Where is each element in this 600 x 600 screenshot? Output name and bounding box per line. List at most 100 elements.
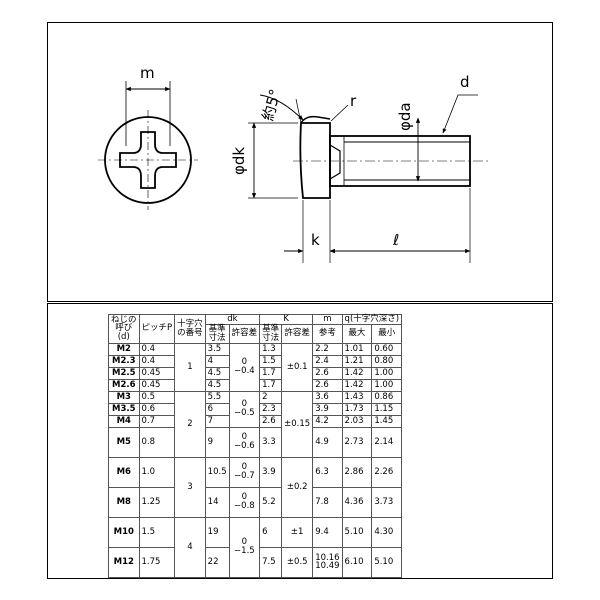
cell-dk: 5.5: [204, 390, 230, 404]
cell-size: M3: [108, 390, 140, 404]
cell-m: 3.9: [312, 402, 343, 416]
cell-k: 2.6: [259, 414, 283, 428]
cell-q-min: 2.14: [371, 426, 403, 458]
cell-q-max: 1.42: [341, 378, 373, 392]
screw-drawing-panel: m: [47, 22, 553, 302]
screw-technical-drawing: m: [98, 64, 488, 263]
cell-m: 4.2: [312, 414, 343, 428]
header-q-max: 最大: [341, 323, 373, 344]
cell-k-tolerance: ±0.5: [281, 546, 314, 578]
cell-recess-number: 3: [174, 456, 206, 518]
table-row: M2 0.4 1 3.5 0−0.4 1.3 ±0.1 2.2 1.01 0.6…: [108, 342, 403, 392]
cell-q-max: 6.10: [341, 546, 373, 578]
table-row: M3 0.5 2 5.5 0−0.5 2 ±0.15 3.6 1.43 0.86: [108, 390, 403, 458]
cell-q-min: 1.00: [371, 366, 403, 380]
cell-k: 2.3: [259, 402, 283, 416]
cell-size: M10: [108, 516, 140, 548]
cell-dk: 7: [204, 414, 230, 428]
cell-q-max: 1.01: [341, 342, 373, 356]
cell-q-min: 4.30: [371, 516, 403, 548]
cell-size: M12: [108, 546, 140, 578]
cell-k-tolerance: ±0.1: [281, 342, 314, 392]
cell-m: 2.6: [312, 366, 343, 380]
table-row: M2.3 0.4 4 1.5 2.4 1.21 0.80: [108, 354, 403, 368]
cell-k: 1.5: [259, 354, 283, 368]
dimension-table-panel: ねじの 呼び (d) ピッチP 十字穴 の番号 dk K m q(十字穴深さ) …: [47, 303, 553, 579]
header-q: q(十字穴深さ): [341, 314, 403, 325]
cell-q-max: 1.43: [341, 390, 373, 404]
cell-q-max: 4.36: [341, 486, 373, 518]
cell-size: M3.5: [108, 402, 140, 416]
cell-m: 7.8: [312, 486, 343, 518]
cell-size: M2.5: [108, 366, 140, 380]
cell-pitch: 0.7: [138, 414, 176, 428]
header-k-tolerance: 許容差: [281, 323, 314, 344]
cell-size: M2.3: [108, 354, 140, 368]
cell-dk: 14: [204, 486, 230, 518]
screw-dimension-table: ねじの 呼び (d) ピッチP 十字穴 の番号 dk K m q(十字穴深さ) …: [108, 314, 403, 578]
cell-pitch: 0.6: [138, 402, 176, 416]
cell-dk: 4: [204, 354, 230, 368]
table-row: M5 0.8 9 0−0.6 3.3 4.9 2.73 2.14: [108, 426, 403, 458]
cell-size: M5: [108, 426, 140, 458]
screw-side-view: [248, 94, 488, 263]
head-top-view: [98, 81, 198, 210]
cell-dk: 22: [204, 546, 230, 578]
dim-label-phi-da: φda: [396, 102, 414, 131]
header-pitch: ピッチP: [138, 314, 176, 344]
cell-q-min: 2.26: [371, 456, 403, 488]
cell-q-max: 1.21: [341, 354, 373, 368]
cell-q-max: 2.73: [341, 426, 373, 458]
table-row: M10 1.5 4 19 0−1.5 6 ±1 9.4 5.10 4.30: [108, 516, 403, 578]
header-size: ねじの 呼び (d): [108, 314, 140, 344]
cell-q-min: 1.00: [371, 378, 403, 392]
cell-q-min: 1.15: [371, 402, 403, 416]
cell-pitch: 1.75: [138, 546, 176, 578]
table-row: M6 1.0 3 10.5 0−0.7 3.9 ±0.2 6.3 2.86 2.…: [108, 456, 403, 518]
cell-q-max: 1.42: [341, 366, 373, 380]
cell-q-max: 5.10: [341, 516, 373, 548]
cell-pitch: 0.4: [138, 342, 176, 356]
cell-size: M2.6: [108, 378, 140, 392]
header-q-min: 最小: [371, 323, 403, 344]
cell-dk: 4.5: [204, 378, 230, 392]
cell-pitch: 0.5: [138, 390, 176, 404]
cell-k-tolerance: ±0.15: [281, 390, 314, 458]
cell-dk-tolerance: 0−0.6: [228, 426, 261, 458]
cell-q-min: 5.10: [371, 546, 403, 578]
table-row: M2.5 0.45 4.5 1.7 2.6 1.42 1.00: [108, 366, 403, 380]
cell-dk: 3.5: [204, 342, 230, 356]
dim-label-k: k: [311, 231, 320, 249]
cell-dk: 10.5: [204, 456, 230, 488]
header-dk: dk: [204, 314, 261, 325]
dim-label-m: m: [140, 64, 155, 82]
cell-pitch: 0.45: [138, 366, 176, 380]
header-dk-basic: 基準寸法: [204, 323, 230, 344]
dim-label-phi-dk: φdk: [230, 147, 248, 175]
header-k-basic: 基準寸法: [259, 323, 283, 344]
cell-size: M4: [108, 414, 140, 428]
cell-m: 3.6: [312, 390, 343, 404]
header-m-reference: 参考: [312, 323, 343, 344]
cell-q-max: 1.73: [341, 402, 373, 416]
cell-k: 6: [259, 516, 283, 548]
table-row: M8 1.25 14 0−0.8 5.2 7.8 4.36 3.73: [108, 486, 403, 518]
cell-k: 1.7: [259, 366, 283, 380]
cell-m: 9.4: [312, 516, 343, 548]
cell-dk: 4.5: [204, 366, 230, 380]
cell-recess-number: 2: [174, 390, 206, 458]
cell-k: 7.5: [259, 546, 283, 578]
cell-dk-tolerance: 0−1.5: [228, 516, 261, 578]
cell-k: 1.3: [259, 342, 283, 356]
cell-m: 4.9: [312, 426, 343, 458]
header-m: m: [312, 314, 343, 325]
cell-q-min: 3.73: [371, 486, 403, 518]
cell-pitch: 0.8: [138, 426, 176, 458]
cell-dk-tolerance: 0−0.5: [228, 390, 261, 428]
dim-label-r: r: [350, 92, 357, 110]
table-row: M3.5 0.6 6 2.3 3.9 1.73 1.15: [108, 402, 403, 416]
cell-size: M2: [108, 342, 140, 356]
cell-pitch: 1.25: [138, 486, 176, 518]
